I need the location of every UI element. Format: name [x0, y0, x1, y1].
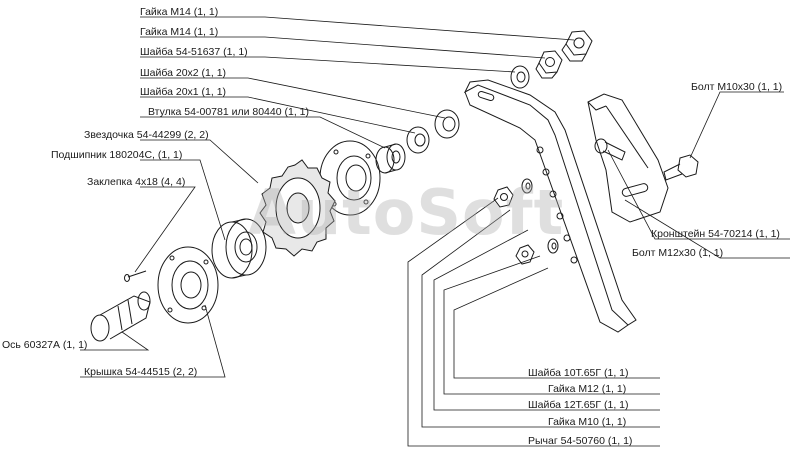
bushing	[375, 143, 406, 174]
watermark: AutoSoft	[248, 176, 565, 249]
nut-m10	[515, 244, 535, 265]
label-washer-51637: Шайба 54-51637 (1, 1)	[140, 46, 248, 58]
label-washer-12t: Шайба 12Т.65Г (1, 1)	[528, 399, 629, 411]
label-bolt-m10: Болт М10х30 (1, 1)	[691, 81, 783, 93]
label-nut-m12: Гайка М12 (1, 1)	[548, 383, 627, 395]
bolt-m10x30	[663, 154, 699, 181]
label-nut-m14-1: Гайка М14 (1, 1)	[140, 6, 219, 18]
leader-lines	[80, 16, 790, 447]
label-cover: Крышка 54-44515 (2, 2)	[84, 366, 198, 378]
label-bushing: Втулка 54-00781 или 80440 (1, 1)	[148, 106, 309, 118]
label-bracket: Кронштейн 54-70214 (1, 1)	[651, 228, 780, 240]
washer-10t	[547, 238, 559, 254]
label-nut-m14-2: Гайка М14 (1, 1)	[140, 26, 219, 38]
bracket	[587, 93, 669, 223]
axle	[90, 291, 151, 342]
sprocket	[259, 159, 336, 257]
nut-m14-second	[535, 50, 563, 79]
label-rivet: Заклепка 4х18 (4, 4)	[87, 176, 186, 188]
lever	[463, 79, 637, 333]
label-washer-10t: Шайба 10Т.65Г (1, 1)	[528, 367, 629, 379]
label-bolt-m12: Болт М12х30 (1, 1)	[632, 247, 724, 259]
bolt-m12x30	[594, 138, 626, 161]
cover-lower	[157, 246, 219, 324]
nut-m14-top	[561, 30, 593, 62]
nut-m12	[493, 186, 514, 208]
washer-12t	[521, 178, 533, 194]
washer-20x2	[434, 109, 460, 139]
washer-20x1	[406, 126, 430, 154]
label-washer-20x1: Шайба 20х1 (1, 1)	[140, 86, 227, 98]
label-sprocket: Звездочка 54-44299 (2, 2)	[84, 129, 209, 141]
label-washer-20x2: Шайба 20х2 (1, 1)	[140, 67, 227, 79]
washer-54-51637	[510, 65, 530, 89]
label-lever: Рычаг 54-50760 (1, 1)	[528, 435, 633, 447]
bearing	[211, 218, 267, 279]
label-bearing: Подшипник 180204С, (1, 1)	[51, 149, 183, 161]
label-axle: Ось 60327А (1, 1)	[2, 339, 88, 351]
rivet	[124, 270, 147, 282]
label-nut-m10: Гайка М10 (1, 1)	[548, 416, 627, 428]
